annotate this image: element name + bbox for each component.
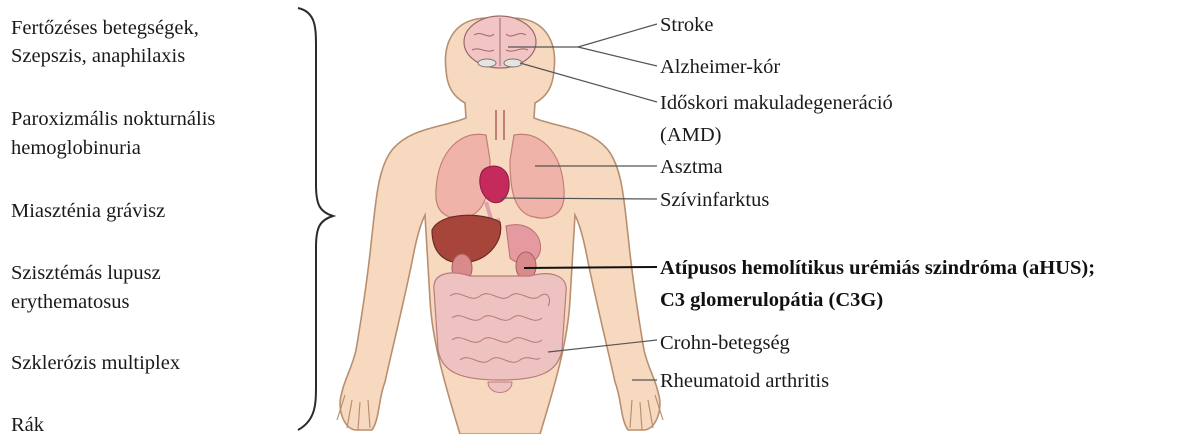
- left-eye: [478, 59, 496, 67]
- right-eye: [504, 59, 522, 67]
- brain: [464, 16, 536, 68]
- leader-alzheimer: [578, 47, 657, 66]
- intestines: [434, 273, 566, 380]
- leader-ahus: [524, 267, 657, 268]
- curly-brace: [298, 8, 333, 430]
- leader-stroke-b: [578, 24, 657, 47]
